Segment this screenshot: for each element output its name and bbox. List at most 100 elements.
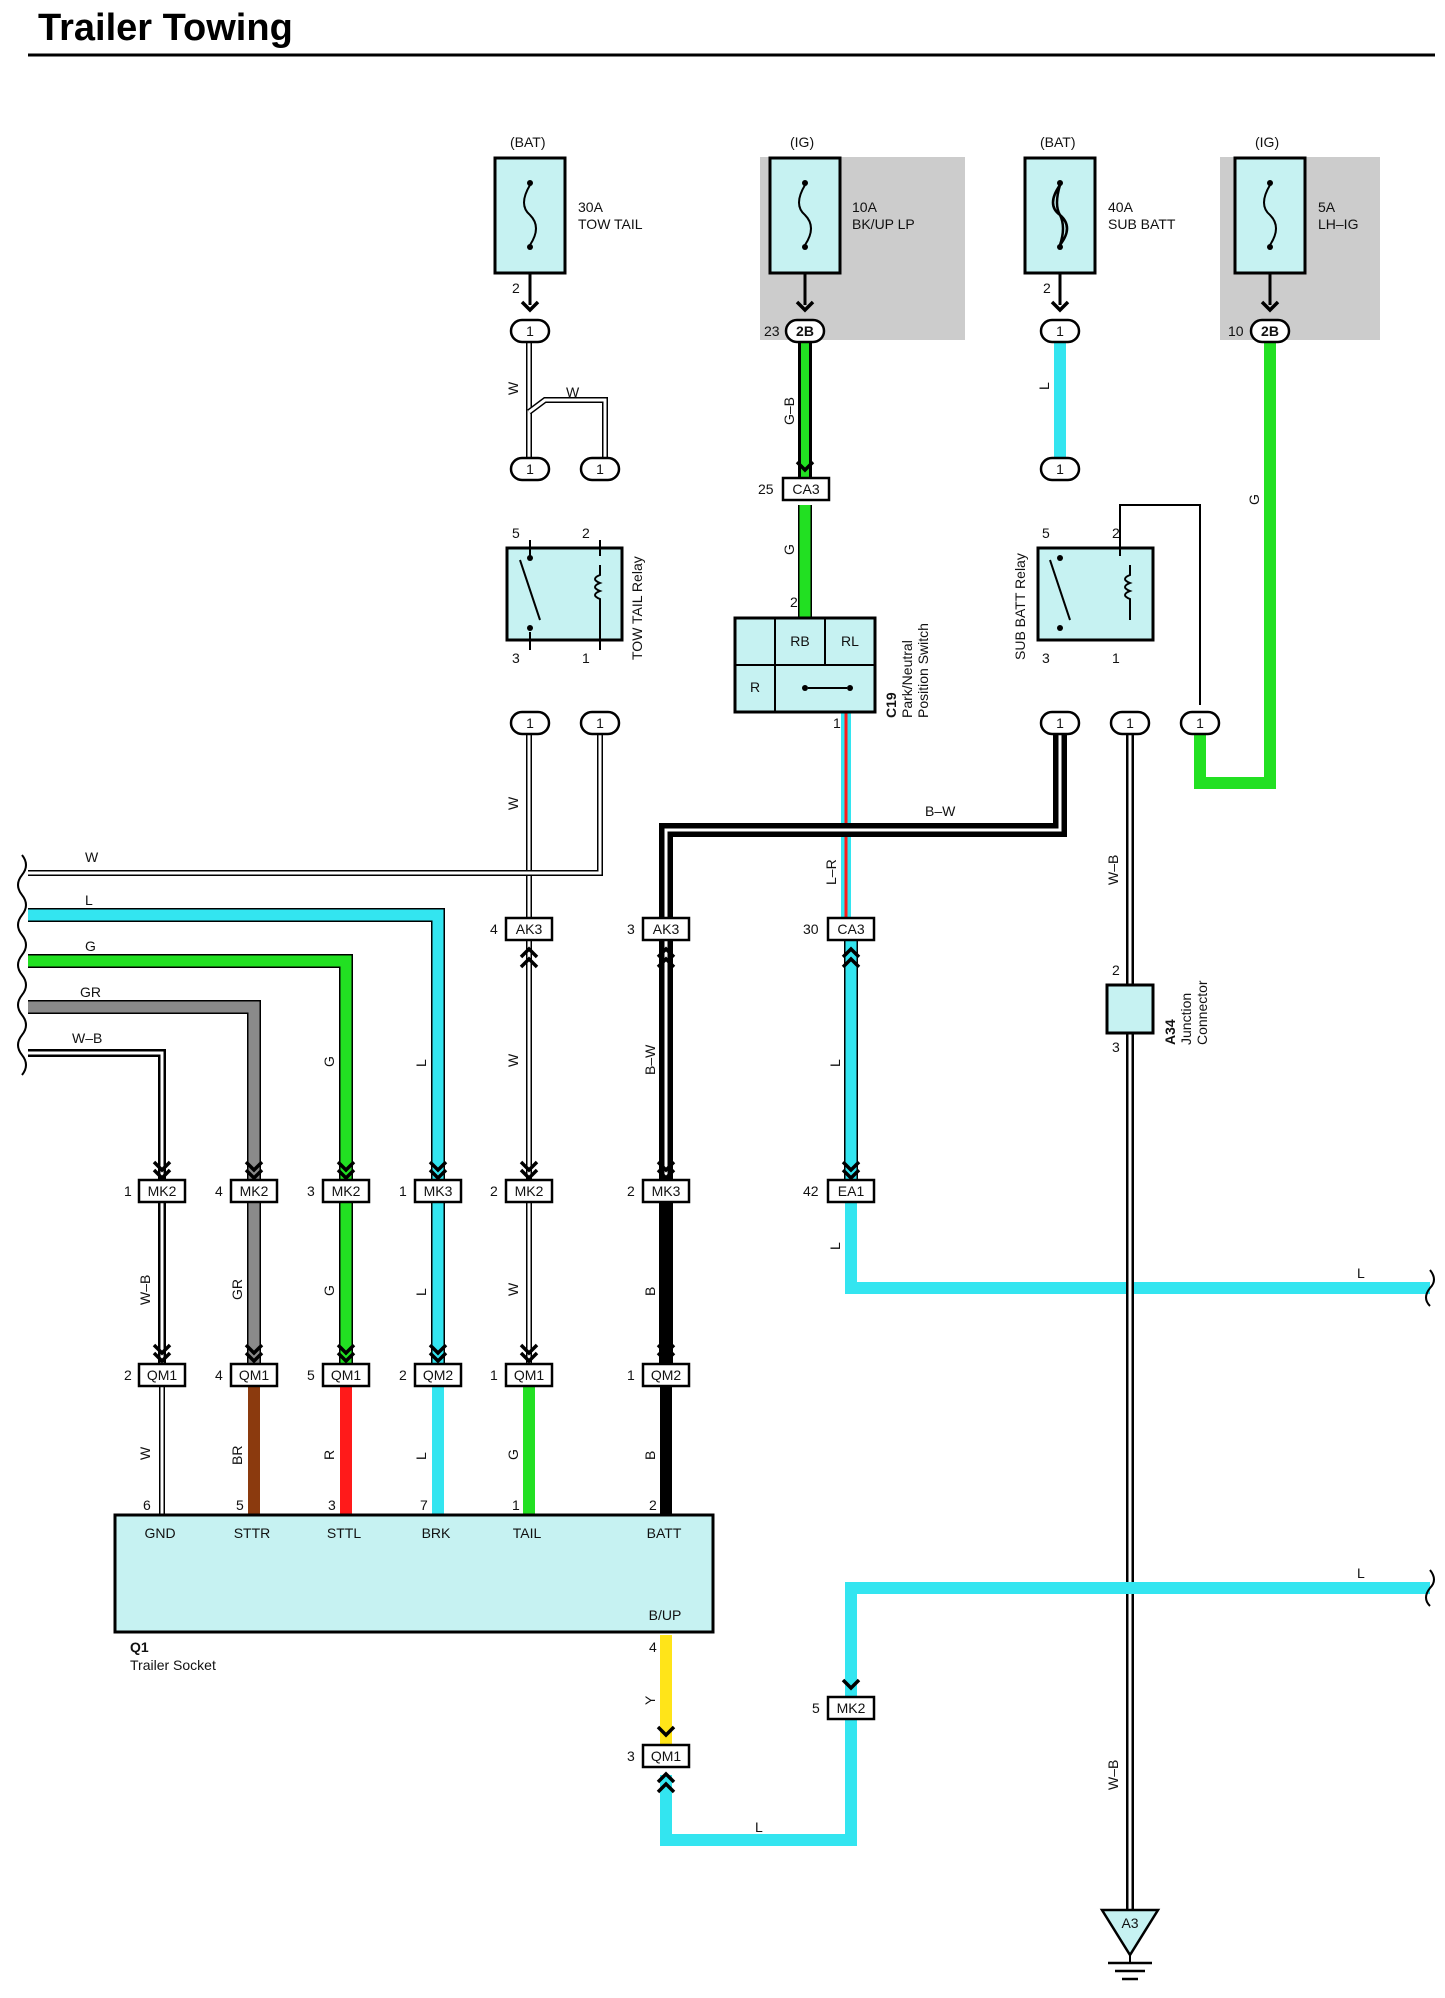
wire-label: L [827,1242,843,1250]
wire-label: L [1036,382,1052,390]
connector-row-mk: MK2 1 MK2 4 MK2 3 MK3 1 MK2 2 MK3 2 EA1 … [124,1160,876,1204]
connector-pin: 2 [627,1183,635,1199]
fuse-name: SUB BATT [1108,216,1176,232]
wire-label: G–B [781,397,797,425]
wire-label: W [505,381,521,395]
wire-label: B–W [642,1044,658,1075]
wire-label: L [85,892,93,908]
wire-label: W–B [1105,855,1121,885]
connector-pin: 4 [215,1367,223,1383]
pill-label: 1 [1056,323,1064,339]
pill-label: 1 [526,715,534,731]
fuse-source: (BAT) [1040,134,1076,150]
connector-pin: 4 [215,1183,223,1199]
relay-pin: 5 [512,525,520,541]
connector-label: QM1 [239,1367,270,1383]
switch-cell: R [750,679,760,695]
connector-label: CA3 [837,921,864,937]
pill-label: 1 [1196,715,1204,731]
page-title: Trailer Towing [38,7,293,49]
trailer-socket-q1: GND STTR STTL BRK TAIL BATT 6 5 3 7 1 2 … [113,1497,715,1673]
fuse-leads [528,273,1272,305]
pill-connectors: 1 2B 23 1 2B 10 1 1 1 1 1 1 1 1 [509,300,1291,736]
connector-label: AK3 [516,921,543,937]
connector-row-mid: AK3 4 AK3 3 CA3 30 [490,916,876,969]
connector-label: QM1 [331,1367,362,1383]
socket-pin-name: STTR [234,1525,271,1541]
wire-label: B–W [925,803,956,819]
relay-pin: 3 [512,650,520,666]
wire-label: GR [80,984,101,1000]
wire-label: G [1246,494,1262,505]
wire-label: R [321,1450,337,1460]
connector-label: QM1 [147,1367,178,1383]
connector-label: AK3 [653,921,680,937]
wire-label: G [781,544,797,555]
socket-pin-name: BRK [422,1525,451,1541]
fuse-pin: 2 [512,280,520,296]
connector-ca3-top: CA3 25 [758,460,831,502]
wire-label: W [505,796,521,810]
connector-label: CA3 [792,481,819,497]
ground-a3: A3 [1099,1908,1161,1981]
pill-pin: 23 [764,323,780,339]
connector-pin: 30 [803,921,819,937]
pill-label: 2B [796,323,814,339]
connector-pin: 42 [803,1183,819,1199]
wire-label: L [755,1819,763,1835]
connector-pin: 1 [399,1183,407,1199]
wire-label: W–B [1105,1760,1121,1790]
ground-label: A3 [1121,1915,1138,1931]
socket-pin-name: STTL [327,1525,361,1541]
wire-label: G [505,1449,521,1460]
switch-name: Park/Neutral [899,640,915,718]
wire-label: G [321,1285,337,1296]
connector-label: QM1 [651,1748,682,1764]
pill-pin: 10 [1228,323,1244,339]
connector-pin: 2 [124,1367,132,1383]
wire-label: L [1357,1565,1365,1581]
connector-label: MK2 [332,1183,361,1199]
socket-pin-num: 4 [649,1639,657,1655]
wire-label: L–R [823,859,839,885]
connector-row-qm: QM1 2 QM1 4 QM1 5 QM2 2 QM1 1 QM2 1 [124,1343,691,1388]
wire-label: BR [229,1446,245,1465]
fuse-source: (IG) [1255,134,1279,150]
pill-label: 1 [526,323,534,339]
socket-pin-name: BATT [647,1525,682,1541]
wire-label: Y [642,1695,658,1705]
socket-code: Q1 [130,1639,149,1655]
break-markers [17,854,1435,1607]
connector-pin: 2 [490,1183,498,1199]
fuse-name: LH–IG [1318,216,1358,232]
wire-label: G [321,1056,337,1067]
connector-bottom: QM1 3 MK2 5 [627,1678,876,1794]
pill-label: 1 [596,715,604,731]
relay-tow-tail: 5 2 3 1 TOW TAIL Relay [505,525,645,666]
wire-label: L [413,1452,429,1460]
wires [28,330,1430,1910]
connector-label: MK3 [652,1183,681,1199]
wire-label: G [85,938,96,954]
socket-pin-num: 3 [328,1497,336,1513]
junction-name: Junction [1178,993,1194,1045]
wire-label: W [505,1053,521,1067]
fuse-name: TOW TAIL [578,216,643,232]
junction-a34: 2 3 A34 Junction Connector [1105,962,1210,1055]
fuse-source: (BAT) [510,134,546,150]
switch-name: Position Switch [915,623,931,718]
wire-label: B [642,1287,658,1296]
socket-pin-num: 7 [420,1497,428,1513]
switch-code: C19 [883,692,899,718]
relay-pin: 1 [1112,650,1120,666]
wire-label: W [505,1282,521,1296]
pill-label: 1 [1056,715,1064,731]
junction-name: Connector [1194,980,1210,1045]
socket-pin-name: B/UP [649,1607,682,1623]
junction-pin: 3 [1112,1039,1120,1055]
fuse-source: (IG) [790,134,814,150]
wire-label: L [1357,1265,1365,1281]
connector-label: MK2 [837,1700,866,1716]
fuse-amps: 10A [852,199,878,215]
